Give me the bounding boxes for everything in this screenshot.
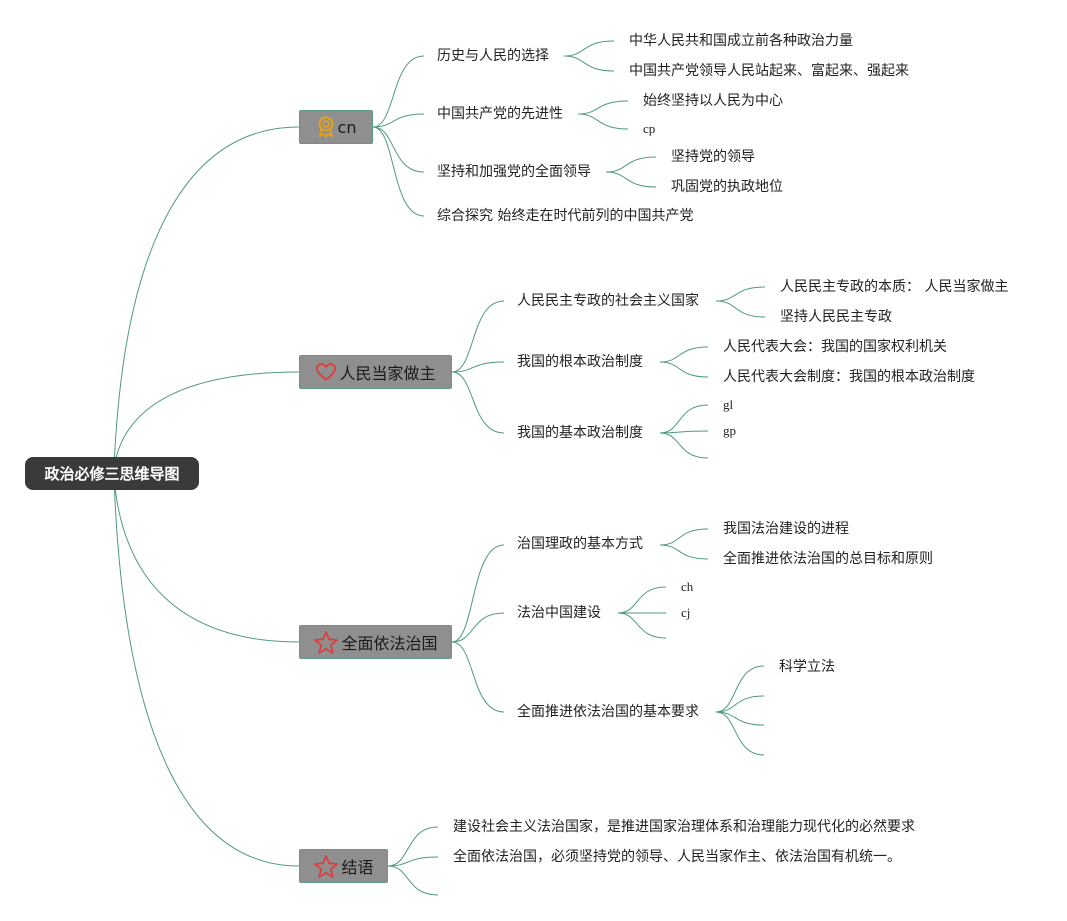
root-topic[interactable]: 政治必修三思维导图: [25, 457, 199, 490]
star-icon: [313, 854, 339, 879]
connector-line: [372, 126, 425, 217]
connector-line: [372, 126, 425, 173]
leaf-topic[interactable]: 我国法治建设的进程: [723, 521, 849, 537]
connector-line: [659, 430, 709, 434]
branch-label: cn: [337, 117, 357, 137]
connector-line: [715, 711, 765, 756]
subtopic[interactable]: 历史与人民的选择: [437, 48, 549, 64]
subtopic[interactable]: 治国理政的基本方式: [517, 536, 643, 552]
connector-line: [715, 695, 765, 713]
subtopic[interactable]: 建设社会主义法治国家，是推进国家治理体系和治理能力现代化的必然要求: [453, 819, 915, 835]
heart-icon: [315, 362, 337, 382]
connector-line: [659, 346, 709, 363]
connector-line: [715, 711, 765, 726]
connector-line: [451, 612, 505, 643]
connector-line: [113, 477, 300, 867]
connector-line: [113, 371, 300, 469]
subtopic[interactable]: 我国的基本政治制度: [517, 425, 643, 441]
branch-topic-conclusion[interactable]: 结语: [299, 849, 388, 883]
connector-line: [617, 586, 667, 614]
connector-line: [113, 126, 300, 469]
leaf-topic[interactable]: 巩固党的执政地位: [671, 179, 783, 195]
leaf-topic[interactable]: 科学立法: [779, 659, 835, 675]
connector-line: [659, 432, 709, 459]
connector-line: [113, 477, 300, 643]
connector-line: [659, 404, 709, 434]
connector-line: [659, 528, 709, 546]
connector-line: [605, 156, 657, 173]
award-badge-icon: [316, 116, 336, 138]
connector-line: [451, 371, 505, 434]
branch-topic-cn[interactable]: cn: [299, 110, 373, 144]
leaf-topic[interactable]: gl: [723, 397, 734, 412]
leaf-topic[interactable]: 人民代表大会：我国的国家权利机关: [723, 339, 947, 355]
connector-line: [659, 544, 709, 560]
leaf-topic[interactable]: 人民民主专政的本质： 人民当家做主: [780, 279, 1009, 295]
subtopic[interactable]: 中国共产党的先进性: [437, 106, 563, 122]
star-icon: [313, 630, 339, 655]
connector-line: [387, 865, 439, 896]
connector-line: [577, 113, 629, 130]
subtopic[interactable]: 法治中国建设: [517, 605, 601, 621]
branch-topic-rule-of-law[interactable]: 全面依法治国: [299, 625, 452, 659]
connector-line: [563, 55, 615, 72]
subtopic[interactable]: 人民民主专政的社会主义国家: [517, 293, 699, 309]
branch-label: 全面依法治国: [341, 634, 438, 653]
connector-line: [659, 361, 709, 378]
connector-line: [451, 641, 505, 713]
connector-line: [387, 856, 439, 867]
branch-topic-people[interactable]: 人民当家做主: [299, 355, 452, 389]
connector-line: [715, 665, 765, 713]
connector-line: [372, 113, 425, 128]
subtopic[interactable]: 全面依法治国，必须坚持党的领导、人民当家作主、依法治国有机统一。: [453, 849, 901, 865]
connector-line: [715, 300, 766, 318]
connector-line: [387, 826, 439, 867]
connector-line: [605, 171, 657, 188]
subtopic[interactable]: 全面推进依法治国的基本要求: [517, 704, 699, 720]
leaf-topic[interactable]: ch: [681, 579, 694, 594]
leaf-topic[interactable]: 始终坚持以人民为中心: [643, 93, 783, 109]
subtopic[interactable]: 我国的根本政治制度: [517, 354, 643, 370]
connector-line: [451, 544, 505, 643]
branch-label: 人民当家做主: [339, 364, 436, 383]
leaf-topic[interactable]: 全面推进依法治国的总目标和原则: [723, 551, 933, 567]
connector-line: [451, 361, 505, 373]
leaf-topic[interactable]: cj: [681, 605, 691, 620]
connector-line: [577, 100, 629, 115]
subtopic[interactable]: 坚持和加强党的全面领导: [437, 164, 591, 180]
leaf-topic[interactable]: 中华人民共和国成立前各种政治力量: [629, 33, 853, 49]
leaf-topic[interactable]: 中国共产党领导人民站起来、富起来、强起来: [629, 63, 909, 79]
connector-line: [617, 612, 667, 639]
connector-line: [715, 286, 766, 302]
leaf-topic[interactable]: cp: [643, 121, 656, 136]
leaf-topic[interactable]: 坚持人民民主专政: [780, 309, 892, 325]
branch-label: 结语: [341, 858, 374, 877]
connector-line: [372, 55, 425, 128]
leaf-topic[interactable]: 人民代表大会制度：我国的根本政治制度: [723, 369, 975, 385]
connector-line: [563, 40, 615, 57]
connector-line: [451, 300, 505, 373]
subtopic[interactable]: 综合探究 始终走在时代前列的中国共产党: [437, 208, 694, 224]
leaf-topic[interactable]: 坚持党的领导: [671, 149, 755, 165]
leaf-topic[interactable]: gp: [723, 423, 736, 438]
